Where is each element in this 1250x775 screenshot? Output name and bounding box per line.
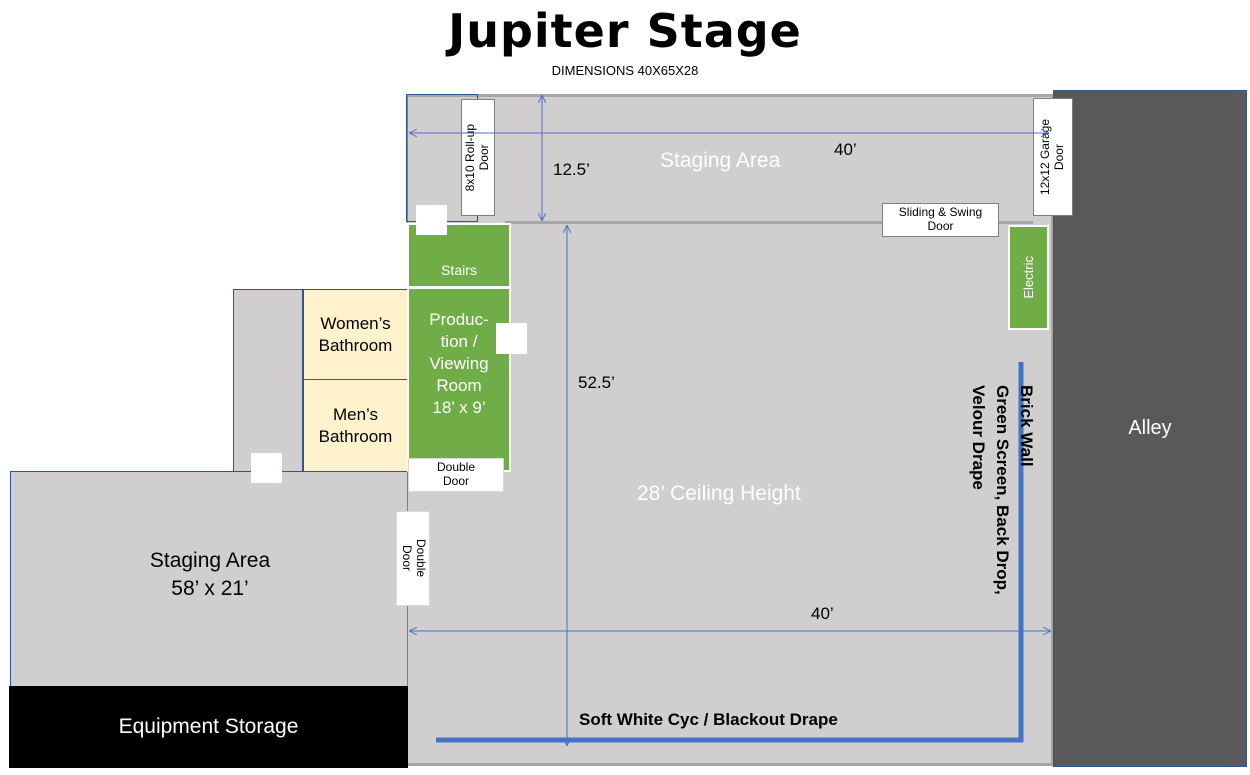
garage-door: 12x12 Garage Door [1033, 98, 1073, 216]
double-door-side-line1: Double [413, 539, 428, 578]
dim-main-depth-label: 52.5’ [578, 373, 615, 392]
production-viewing-room: Produc- tion / Viewing Room 18’ x 9’ [407, 287, 511, 472]
mens-bathroom-line2: Bathroom [318, 426, 393, 446]
production-line5: 18’ x 9’ [432, 398, 486, 417]
right-wall-label: Brick Wall Green Screen, Back Drop, Velo… [966, 385, 1038, 635]
womens-bathroom: Women’s Bathroom [303, 289, 408, 380]
production-line2: tion / [440, 332, 478, 351]
bottom-wall-label: Soft White Cyc / Blackout Drape [579, 710, 838, 729]
drape-line [436, 362, 1024, 743]
corridor-floor [233, 289, 303, 472]
left-staging-floor [10, 471, 408, 687]
double-door-top-line1: Double [436, 460, 476, 475]
dim-top-depth-label: 12.5’ [553, 160, 590, 179]
marker-production [496, 323, 527, 354]
womens-bathroom-line2: Bathroom [318, 335, 393, 355]
right-wall-line2: Green Screen, Back Drop, [993, 385, 1012, 595]
main-stage-floor [407, 223, 1053, 765]
sliding-swing-door: Sliding & Swing Door [882, 203, 999, 237]
marker-stairs [416, 205, 447, 235]
rollup-door: 8x10 Roll-up Door [461, 99, 495, 216]
electric-room: Electric [1008, 225, 1049, 330]
page-subtitle: DIMENSIONS 40X65X28 [551, 63, 699, 78]
stairs-label: Stairs [441, 262, 477, 278]
main-stage-label: 28’ Ceiling Height [637, 482, 801, 505]
left-staging-title: Staging Area [149, 549, 271, 572]
dim-top-width-label: 40’ [834, 140, 857, 159]
mens-bathroom-line1: Men’s [332, 404, 379, 424]
production-line4: Room [436, 376, 482, 395]
right-wall-line3: Velour Drape [969, 385, 988, 490]
double-door-top: Double Door [408, 458, 504, 492]
staging-divider-wall [505, 221, 883, 224]
double-door-side-line2: Door [400, 545, 414, 572]
left-staging-label: Staging Area 58’ x 21’ [60, 545, 360, 605]
sliding-door-line2: Door [927, 219, 954, 233]
alley: Alley [1053, 90, 1247, 767]
dim-main-width-label: 40’ [811, 604, 834, 623]
production-line3: Viewing [429, 354, 489, 373]
marker-corridor [251, 453, 282, 483]
page-title: Jupiter Stage [448, 4, 802, 58]
double-door-top-line2: Door [442, 474, 469, 488]
equipment-storage: Equipment Storage [9, 686, 408, 768]
sliding-door-line1: Sliding & Swing [898, 205, 983, 220]
womens-bathroom-line1: Women’s [320, 313, 391, 333]
left-staging-size: 58’ x 21’ [171, 577, 249, 600]
double-door-side: Double Door [396, 511, 430, 606]
staging-divider-wall-right [998, 221, 1033, 224]
top-staging-label: Staging Area [660, 149, 781, 172]
top-staging-floor [407, 95, 1053, 223]
mens-bathroom: Men’s Bathroom [303, 379, 408, 472]
equipment-storage-label: Equipment Storage [118, 715, 299, 738]
right-wall-line1: Brick Wall [1017, 385, 1036, 467]
alley-label: Alley [1128, 417, 1172, 439]
production-line1: Produc- [429, 310, 489, 329]
